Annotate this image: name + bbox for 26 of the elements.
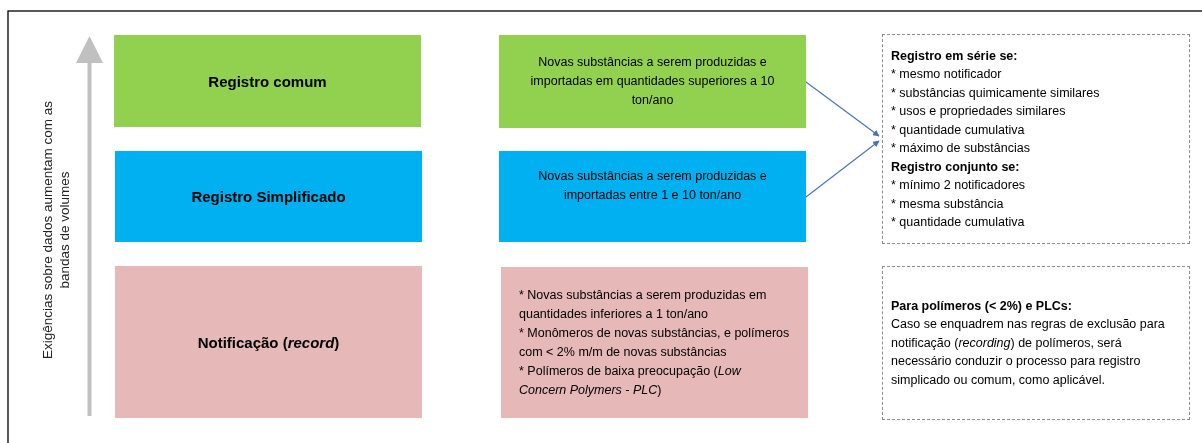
text-line: * mesmo notificador (891, 66, 1003, 83)
category-box: Notificação (record) (115, 266, 422, 418)
text-line: * substâncias quimicamente similares (891, 84, 1101, 102)
description-box (501, 267, 808, 418)
axis-label: Exigências sobre dados aumentam com as bandas de volumes (39, 99, 73, 362)
text-line: * máximo de substâncias (891, 140, 1031, 157)
text-line: * Novas substâncias a serem produzidas em quantidades inferiores a 1 ton/ano (519, 286, 768, 323)
text-line: * quantidade cumulativa (891, 121, 1026, 139)
text-line: * Monômeros de novas substâncias, e polímeros com < 2% m/m de novas substâncias (519, 324, 790, 361)
text-line: * usos e propriedades similares (891, 103, 1067, 120)
arrow (805, 140, 880, 198)
note-box (882, 266, 1190, 420)
arrow (805, 81, 880, 137)
text-line: Para polímeros (< 2%) e PLCs: (891, 297, 1073, 315)
note-box (882, 34, 1190, 244)
description-box: Novas substâncias a serem produzidas e importadas em quantidades superiores a 10 ton/ano (499, 35, 806, 128)
text-line: Registro em série se: (891, 47, 1019, 65)
description-box: Novas substâncias a serem produzidas e importadas entre 1 e 10 ton/ano (499, 151, 806, 242)
category-box: Registro Simplificado (115, 151, 422, 242)
text-line: * quantidade cumulativa (891, 214, 1026, 231)
category-box: Registro comum (114, 35, 421, 127)
text-line: Caso se enquadrem nas regras de exclusão para notificação (recording) de polímeros, será necessário conduzir o processo para registro simplicado ou comum, como aplicável. (891, 316, 1166, 389)
text-line: Registro conjunto se: (891, 158, 1021, 176)
text-line: * mesma substância (891, 195, 1005, 213)
text-line: * Polímeros de baixa preocupação (Low Concern Polymers - PLC) (519, 362, 743, 399)
text-line: * mínimo 2 notificadores (891, 177, 1027, 194)
